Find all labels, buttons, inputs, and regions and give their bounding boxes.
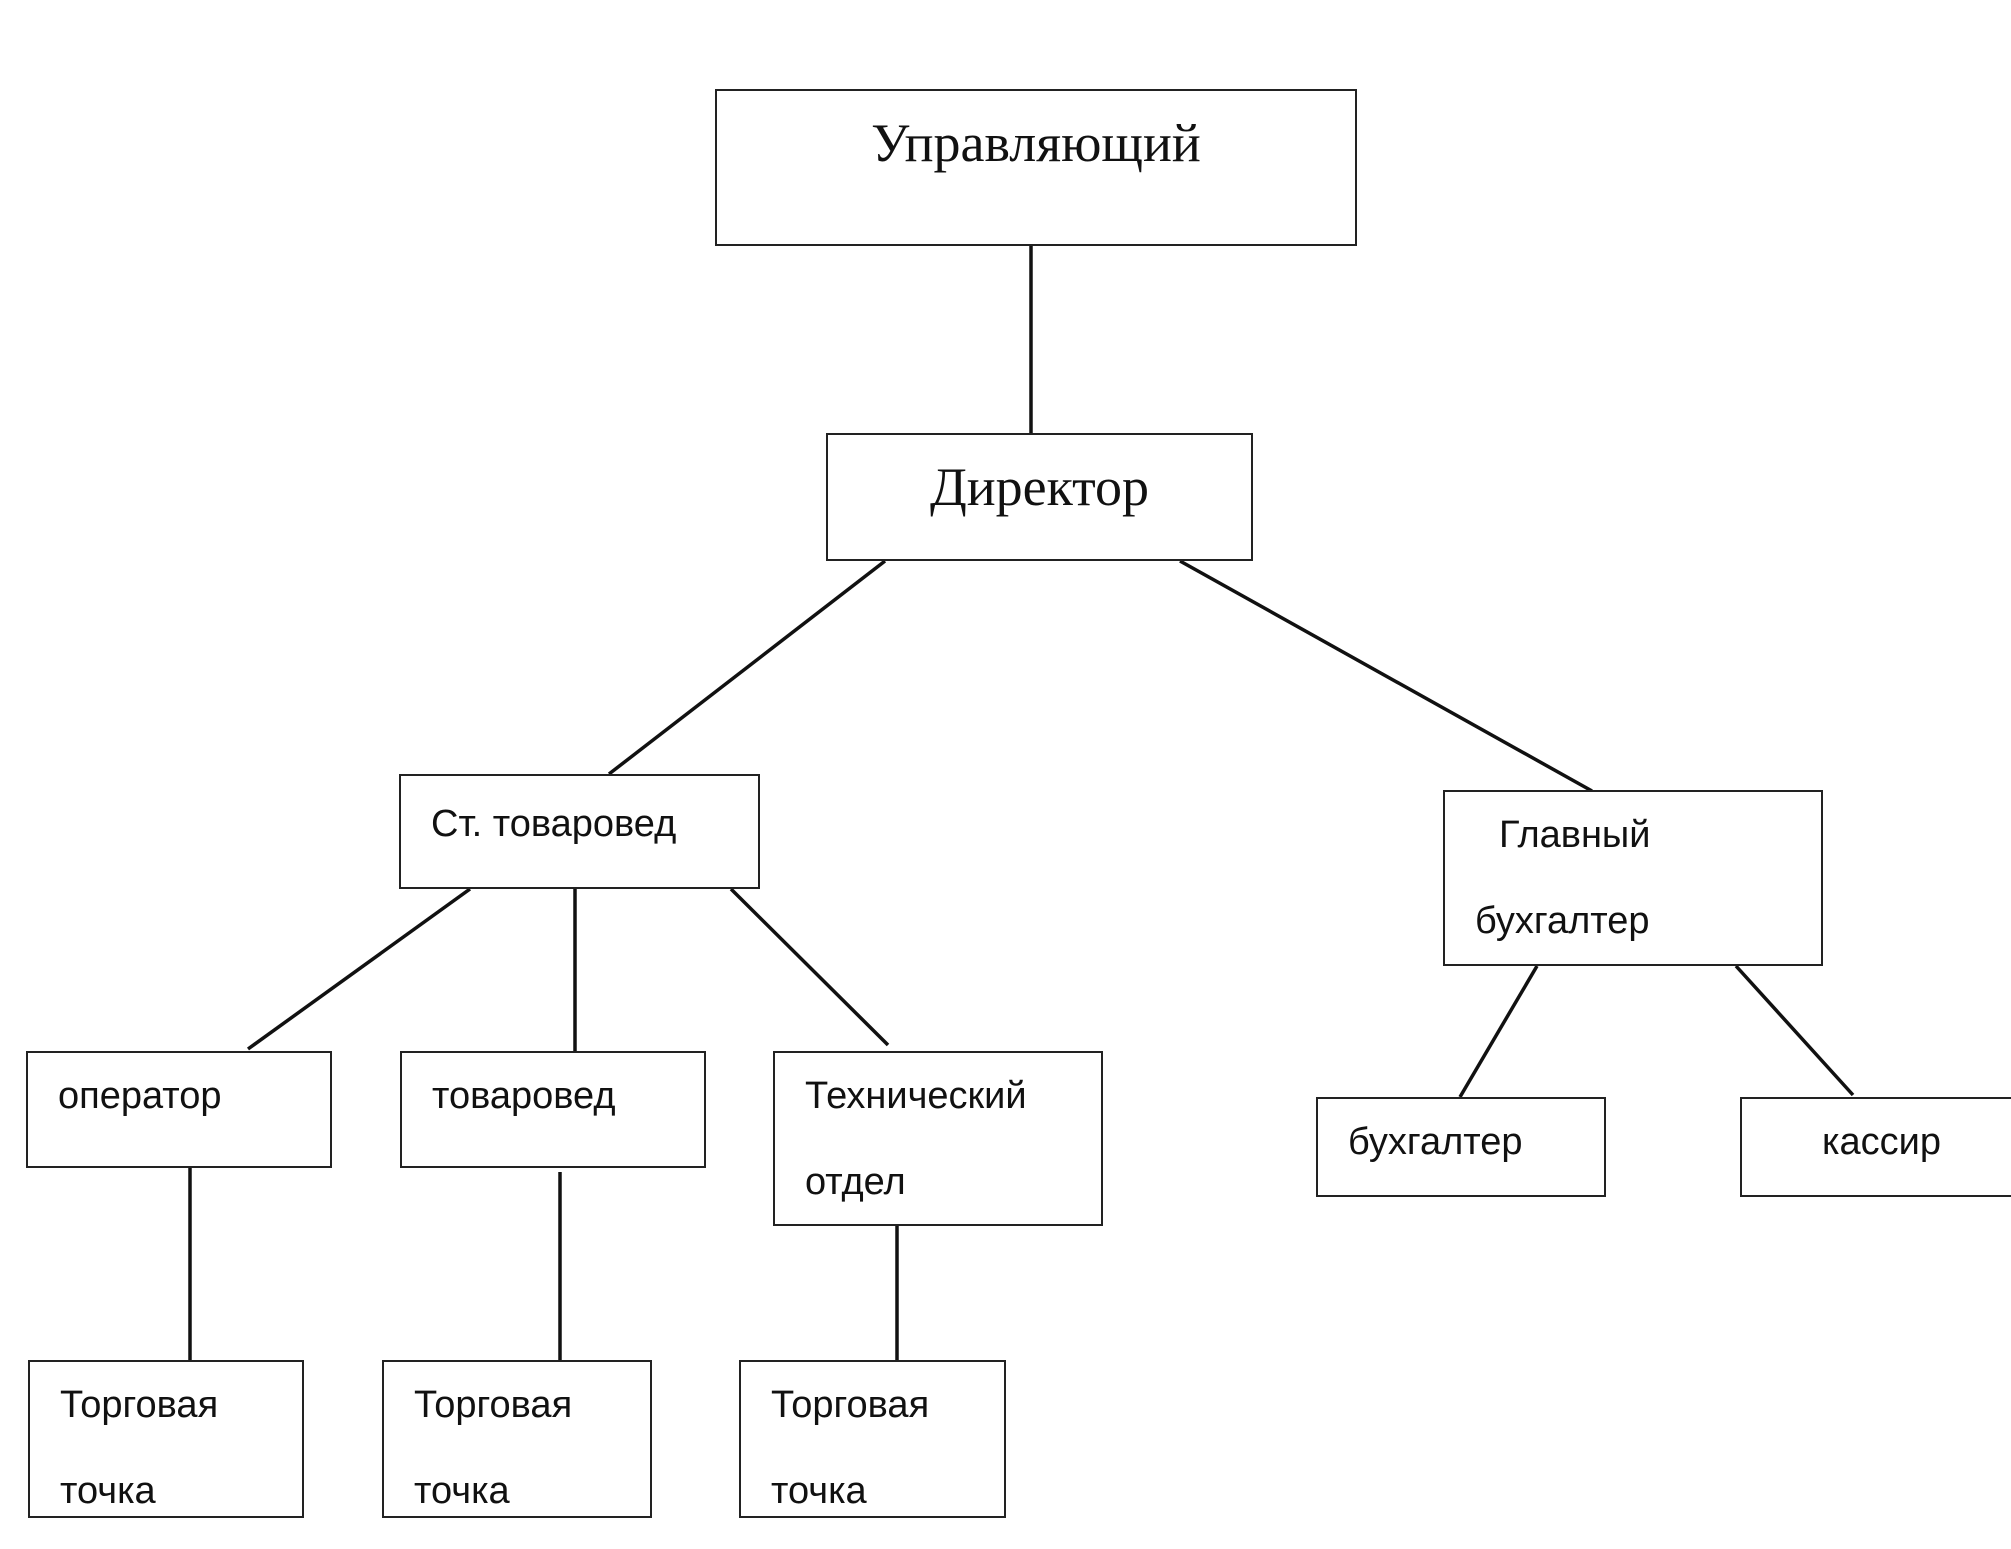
node-retail-point-1: Торговая точка	[28, 1360, 304, 1518]
node-manager-label: Управляющий	[871, 113, 1201, 173]
node-cashier: кассир	[1740, 1097, 2011, 1197]
node-operator-label: оператор	[58, 1075, 222, 1117]
node-retail-point-2: Торговая точка	[382, 1360, 652, 1518]
edge-chief-accountant-cashier	[1734, 964, 1855, 1097]
node-retail-point-3: Торговая точка	[739, 1360, 1006, 1518]
node-technical-dept-line-1: Технический	[805, 1075, 1027, 1117]
node-manager: Управляющий	[715, 89, 1357, 246]
node-director-label: Директор	[929, 457, 1150, 517]
edge-senior-merchandiser-operator	[246, 887, 472, 1051]
edge-director-chief-accountant	[1179, 559, 1593, 793]
node-retail-point-3-line-2: точка	[771, 1470, 867, 1512]
node-retail-point-2-line-2: точка	[414, 1470, 510, 1512]
node-retail-point-3-line-1: Торговая	[771, 1384, 930, 1426]
node-senior-merchandiser-label: Ст. товаровед	[431, 803, 677, 845]
node-retail-point-1-line-1: Торговая	[60, 1384, 219, 1426]
node-senior-merchandiser: Ст. товаровед	[399, 774, 760, 889]
node-accountant-label: бухгалтер	[1348, 1121, 1523, 1163]
edge-director-senior-merchandiser	[607, 559, 887, 776]
node-director: Директор	[826, 433, 1253, 561]
node-chief-accountant-line-2: бухгалтер	[1475, 900, 1650, 942]
edge-senior-merchandiser-technical-dept	[729, 887, 890, 1047]
node-technical-dept-line-2: отдел	[805, 1161, 906, 1203]
edge-chief-accountant-accountant	[1458, 965, 1539, 1098]
node-accountant: бухгалтер	[1316, 1097, 1606, 1197]
node-technical-dept: Технический отдел	[773, 1051, 1103, 1226]
node-retail-point-1-line-2: точка	[60, 1470, 156, 1512]
node-merchandiser: товаровед	[400, 1051, 706, 1168]
node-cashier-label: кассир	[1822, 1121, 1941, 1163]
node-chief-accountant-line-1: Главный	[1499, 814, 1651, 856]
node-chief-accountant: Главный бухгалтер	[1443, 790, 1823, 966]
node-merchandiser-label: товаровед	[432, 1075, 616, 1117]
node-retail-point-2-line-1: Торговая	[414, 1384, 573, 1426]
node-operator: оператор	[26, 1051, 332, 1168]
